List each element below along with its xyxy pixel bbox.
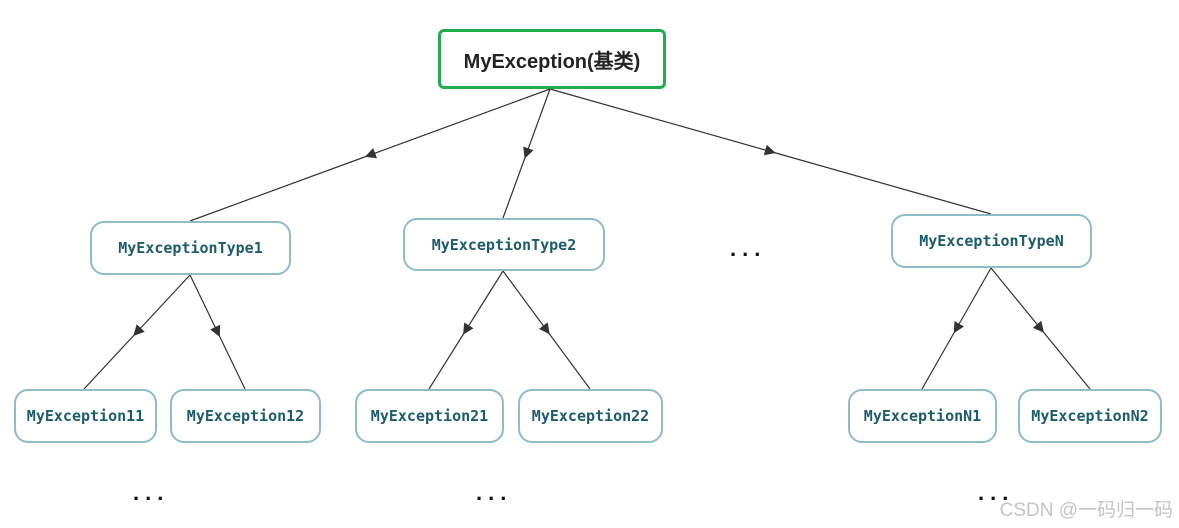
ellipsis-level1: ... <box>730 236 767 261</box>
level2-node-label: MyException12 <box>186 407 305 425</box>
root-node: MyException(基类) <box>438 29 666 89</box>
edge-root-to-type2 <box>502 88 551 219</box>
edge-typen-to-n2 <box>990 267 1091 390</box>
edge-type1-to-12 <box>189 274 246 390</box>
level2-node-label: MyException21 <box>370 407 489 425</box>
level1-node-label: MyExceptionType2 <box>431 235 577 254</box>
level1-node-type2: MyExceptionType2 <box>403 218 605 271</box>
level1-node-label: MyExceptionType1 <box>118 239 263 257</box>
edge-type2-to-21 <box>428 270 504 390</box>
edge-root-to-typen <box>549 88 992 215</box>
level2-node-n1: MyExceptionN1 <box>848 389 997 443</box>
ellipsis-group1: ... <box>133 480 170 505</box>
edge-typen-to-n1 <box>921 267 992 390</box>
ellipsis-groupn: ... <box>978 480 1015 505</box>
edge-root-to-type1 <box>189 88 551 222</box>
level2-node-12: MyException12 <box>170 389 321 443</box>
level2-node-label: MyException22 <box>531 407 650 425</box>
level1-node-label: MyExceptionTypeN <box>919 232 1064 250</box>
level2-node-22: MyException22 <box>518 389 663 443</box>
level2-node-11: MyException11 <box>14 389 157 443</box>
level2-node-label: MyExceptionN2 <box>1031 407 1149 425</box>
edge-type1-to-11 <box>83 274 191 390</box>
level2-node-n2: MyExceptionN2 <box>1018 389 1162 443</box>
edge-type2-to-22 <box>502 270 591 390</box>
root-node-label: MyException(基类) <box>463 50 641 73</box>
watermark: CSDN @一码归一码 <box>999 500 1173 521</box>
ellipsis-group2: ... <box>476 480 513 505</box>
level1-node-typen: MyExceptionTypeN <box>891 214 1092 268</box>
level2-node-label: MyExceptionN1 <box>863 407 982 425</box>
level2-node-label: MyException11 <box>26 407 145 425</box>
level2-node-21: MyException21 <box>355 389 504 443</box>
level1-node-type1: MyExceptionType1 <box>90 221 291 275</box>
